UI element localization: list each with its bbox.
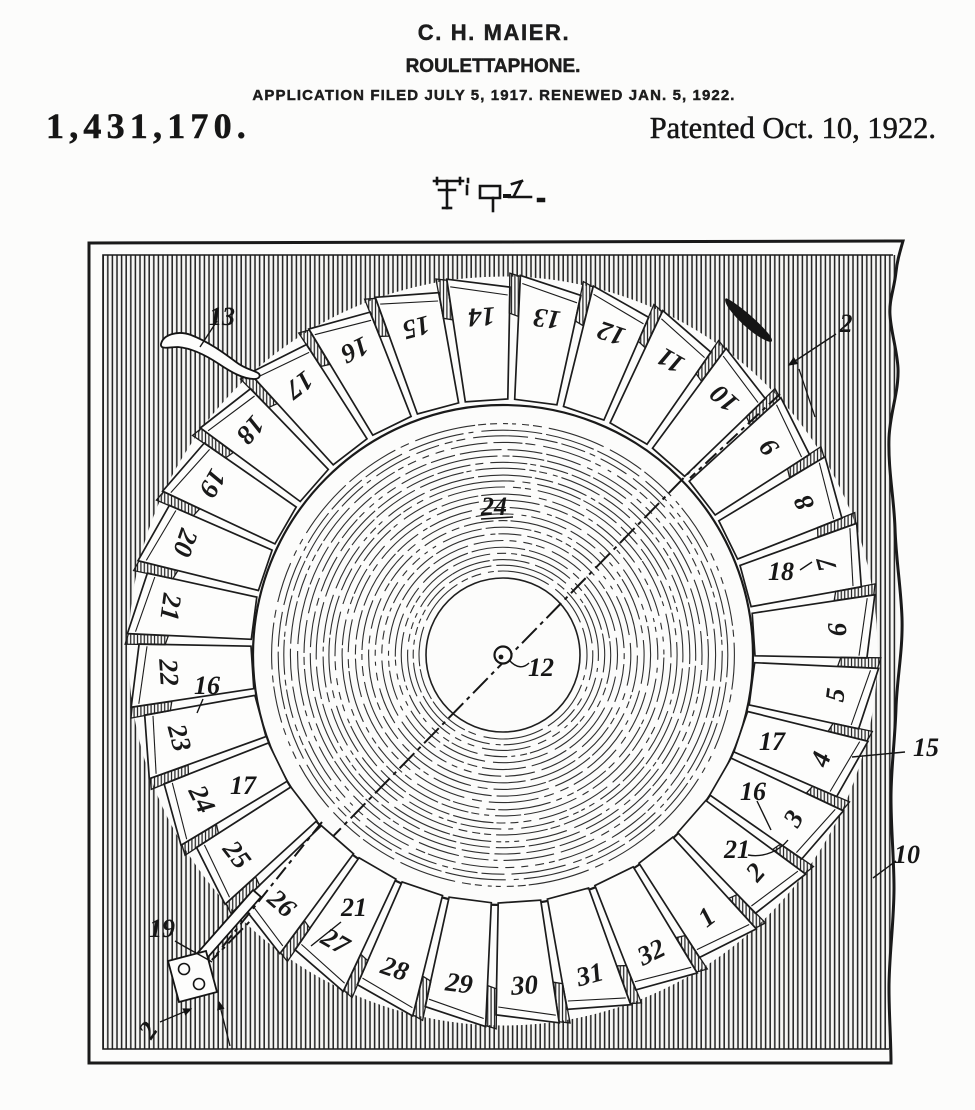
- svg-text:16: 16: [740, 777, 766, 806]
- svg-text:16: 16: [194, 671, 220, 700]
- svg-text:18: 18: [768, 557, 794, 586]
- svg-text:13: 13: [531, 302, 562, 335]
- svg-text:17: 17: [759, 727, 786, 756]
- svg-text:APPLICATION FILED JULY 5, 1917: APPLICATION FILED JULY 5, 1917. RENEWED …: [252, 87, 735, 104]
- svg-text:17: 17: [230, 771, 257, 800]
- svg-text:21: 21: [154, 591, 187, 623]
- svg-text:22: 22: [153, 657, 185, 687]
- svg-text:13: 13: [209, 302, 235, 331]
- svg-text:29: 29: [443, 966, 475, 999]
- svg-text:ROULETTAPHONE.: ROULETTAPHONE.: [406, 56, 581, 77]
- svg-text:1,431,170.: 1,431,170.: [46, 106, 251, 146]
- svg-text:Patented Oct. 10, 1922.: Patented Oct. 10, 1922.: [650, 111, 936, 145]
- svg-text:15: 15: [913, 733, 939, 762]
- svg-text:2: 2: [839, 309, 853, 338]
- svg-text:30: 30: [509, 969, 539, 1001]
- svg-text:21: 21: [340, 893, 367, 922]
- svg-text:24: 24: [480, 492, 507, 521]
- svg-text:C. H. MAIER.: C. H. MAIER.: [418, 20, 570, 45]
- svg-text:10: 10: [894, 840, 920, 869]
- svg-text:19: 19: [149, 914, 175, 943]
- svg-text:21: 21: [723, 835, 750, 864]
- svg-text:6: 6: [822, 621, 853, 637]
- svg-text:12: 12: [528, 653, 554, 682]
- svg-text:5: 5: [819, 686, 851, 703]
- svg-text:14: 14: [467, 301, 496, 333]
